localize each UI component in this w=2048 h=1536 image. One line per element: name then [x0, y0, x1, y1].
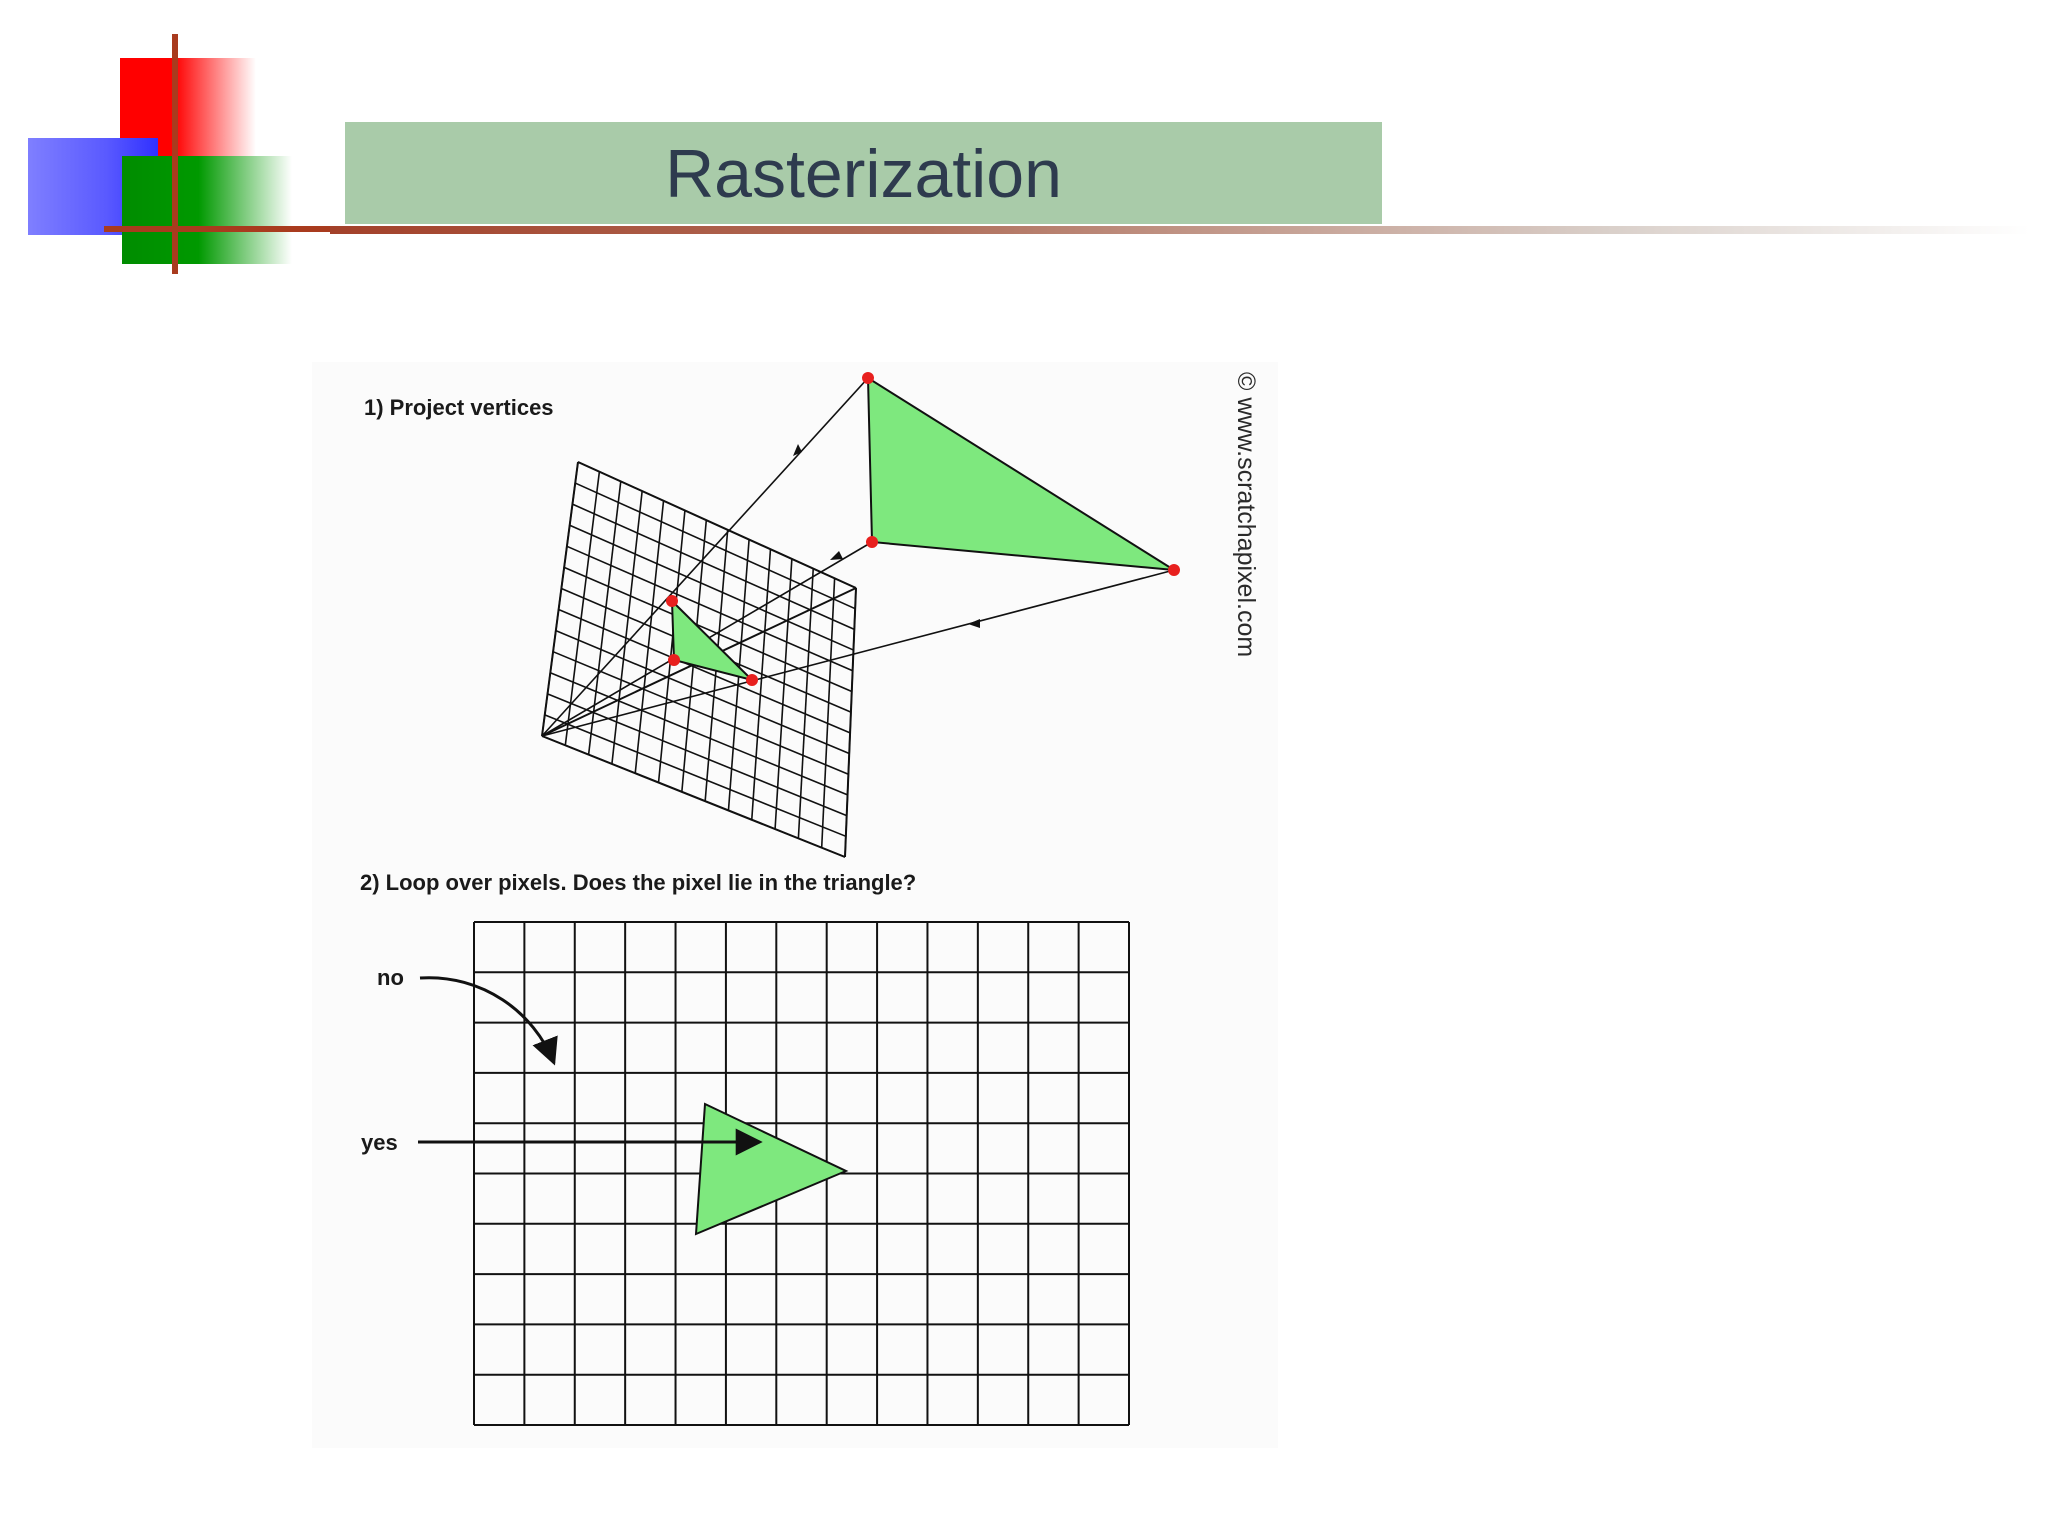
- title-band: [345, 122, 1382, 224]
- screen-grid-line: [547, 693, 847, 817]
- screen-grid-line: [577, 461, 857, 589]
- screen-grid-line: [555, 629, 850, 755]
- screen-grid-line: [844, 587, 857, 858]
- world-triangle: [866, 376, 1175, 571]
- screen-grid-line: [541, 461, 579, 737]
- screen-grid-line: [587, 481, 622, 755]
- vertex-points: [666, 372, 1180, 686]
- projected-triangle: [670, 598, 756, 682]
- no-label: no: [377, 965, 404, 990]
- logo-horizontal-bar: [104, 226, 344, 232]
- logo-vertical-bar: [172, 34, 178, 274]
- title-underline: [330, 226, 2030, 234]
- screen-grid-line: [550, 672, 848, 796]
- screen-grid-line: [657, 510, 686, 783]
- screen-grid-line: [572, 503, 855, 631]
- step2-label: 2) Loop over pixels. Does the pixel lie …: [360, 870, 916, 895]
- screen-grid-line: [634, 500, 665, 774]
- yes-label: yes: [361, 1130, 398, 1155]
- credit-text: © www.scratchapixel.com: [1232, 372, 1260, 657]
- screen-grid-line: [563, 566, 853, 693]
- screen-grid-line: [552, 650, 849, 775]
- screen-grid-line: [797, 568, 815, 839]
- slide-logo: [0, 0, 344, 290]
- screen-grid-line: [569, 524, 854, 651]
- ray-arrowheads: [793, 444, 980, 628]
- screen-grid-line: [750, 549, 772, 820]
- rasterization-figure: 1) Project vertices: [312, 362, 1278, 1448]
- figure-canvas: 1) Project vertices: [360, 372, 1260, 1426]
- screen-grid-line: [564, 471, 601, 746]
- screen-grid-line: [611, 490, 643, 765]
- screen-grid-line: [820, 578, 836, 848]
- no-arrow: [419, 976, 558, 1066]
- screen-grid-line: [558, 608, 851, 734]
- step1-label: 1) Project vertices: [364, 395, 554, 420]
- screen-grid-line: [774, 558, 793, 830]
- screen-grid-line: [544, 714, 847, 838]
- logo-green-square: [122, 156, 292, 264]
- raster-triangle: [694, 1102, 849, 1236]
- screen-grid-line: [566, 545, 853, 672]
- slide-title: Rasterization: [665, 136, 1062, 212]
- screen-grid-line: [541, 735, 846, 858]
